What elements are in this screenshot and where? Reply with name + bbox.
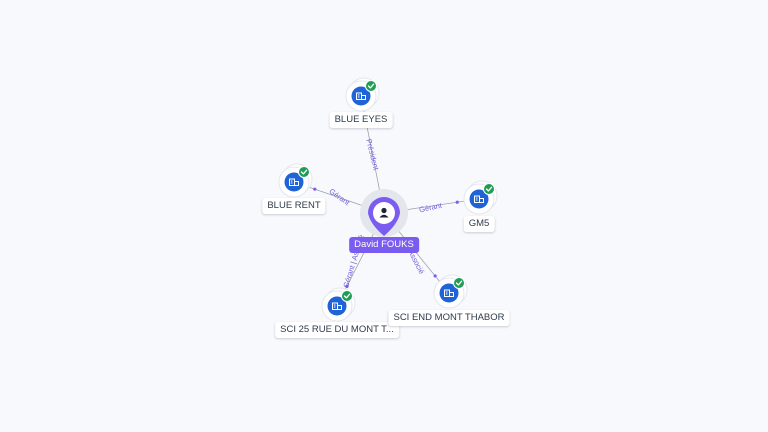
edge-relation-label: Gérant [418,201,443,215]
check-icon [365,80,377,92]
building-glyph [474,195,484,203]
edge-relation-label: Gérant [327,187,352,208]
check-mark [343,293,351,299]
company-name-label[interactable]: SCI 25 RUE DU MONT T... [275,322,399,338]
company-node[interactable] [345,77,380,112]
check-mark [367,83,375,89]
edge-arrow [433,274,437,278]
edge-relation-label: Président [364,138,381,172]
person-icon-body [379,214,389,218]
company-node[interactable] [321,287,356,322]
building-glyph [332,302,342,310]
building-glyph [356,92,366,100]
check-icon [483,183,495,195]
edge-arrow [313,187,317,191]
company-node[interactable] [433,274,468,309]
check-mark [300,169,308,175]
edge-arrow [455,200,459,204]
check-icon [453,277,465,289]
company-node[interactable] [278,163,313,198]
building-glyph [444,289,454,297]
person-name-label[interactable]: David FOUKS [349,237,419,253]
check-icon [341,290,353,302]
check-mark [455,280,463,286]
building-glyph [289,178,299,186]
check-icon [298,166,310,178]
person-node[interactable] [360,189,408,237]
company-node[interactable] [463,180,498,215]
company-name-label[interactable]: GM5 [463,216,495,232]
company-name-label[interactable]: SCI END MONT THABOR [388,310,510,326]
person-icon [381,207,387,214]
edge-arrow [345,284,349,288]
company-name-label[interactable]: BLUE RENT [262,198,326,214]
company-name-label[interactable]: BLUE EYES [329,112,393,128]
check-mark [485,186,493,192]
